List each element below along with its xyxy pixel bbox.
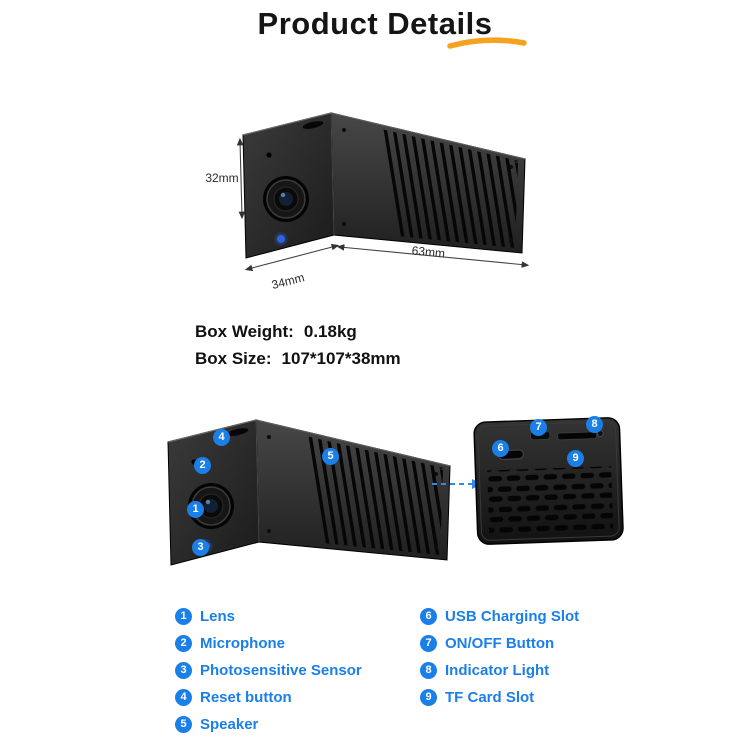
box-size-row: Box Size: 107*107*38mm [195,345,401,372]
tf-card-slot [557,431,597,441]
callout-4-reset-button: 4 [213,429,230,446]
callout-9-tf-card-slot: 9 [567,450,584,467]
legend-column-right: 6 USB Charging Slot 7 ON/OFF Button 8 In… [420,607,579,715]
legend-item-lens: 1 Lens [175,607,362,625]
legend-label: Reset button [200,688,292,706]
title-underline-swoosh [447,37,527,49]
legend-label: Indicator Light [445,661,550,679]
microphone-hole [266,152,272,158]
legend-label: ON/OFF Button [445,634,555,652]
callout-1-lens: 1 [187,501,204,518]
callout-8-indicator-light: 8 [586,416,603,433]
box-weight-value: 0.18kg [303,322,357,341]
camera-isometric-view-callouts [167,419,451,566]
reset-button [301,120,325,130]
legend-item-reset-button: 4 Reset button [175,688,362,706]
legend-item-indicator-light: 8 Indicator Light [420,661,579,679]
callout-5-speaker: 5 [322,448,339,465]
legend-item-microphone: 2 Microphone [175,634,362,652]
photosensitive-sensor [277,235,285,243]
legend-number-badge: 1 [175,607,192,625]
legend-label: USB Charging Slot [445,607,580,625]
dimension-length-label: 63mm [411,243,446,260]
speaker-grille [487,466,614,535]
box-size-value: 107*107*38mm [281,349,401,368]
legend-item-speaker: 5 Speaker [175,715,362,733]
box-weight-row: Box Weight: 0.18kg [195,318,401,345]
legend-label: Photosensitive Sensor [200,661,362,679]
legend-label: TF Card Slot [445,688,535,706]
legend-number-badge: 5 [175,715,192,733]
legend-number-badge: 7 [420,634,437,652]
vent-speaker-grille [379,117,519,248]
legend-item-photosensitive-sensor: 3 Photosensitive Sensor [175,661,362,679]
vent-speaker-grille [304,424,444,555]
box-size-label: Box Size: [195,349,272,368]
legend-column-left: 1 Lens 2 Microphone 3 Photosensitive Sen… [175,607,362,742]
legend-label: Microphone [200,634,285,652]
legend-number-badge: 8 [420,661,437,679]
legend-item-tf-card-slot: 9 TF Card Slot [420,688,579,706]
legend-number-badge: 6 [420,607,437,625]
camera-lens [263,176,309,222]
legend-number-badge: 9 [420,688,437,706]
camera-back-view [473,417,624,545]
dimension-width-label: 34mm [270,270,306,292]
legend-number-badge: 2 [175,634,192,652]
dimension-height-label: 32mm [205,171,238,185]
legend-label: Speaker [200,715,259,733]
box-info: Box Weight: 0.18kg Box Size: 107*107*38mm [195,318,401,372]
legend-item-usb-charging-slot: 6 USB Charging Slot [420,607,579,625]
camera-isometric-view [242,112,526,259]
legend: 1 Lens 2 Microphone 3 Photosensitive Sen… [0,607,750,750]
legend-item-on-off-button: 7 ON/OFF Button [420,634,579,652]
page-title: Product Details [257,6,493,41]
box-weight-label: Box Weight: [195,322,294,341]
legend-number-badge: 3 [175,661,192,679]
legend-label: Lens [200,607,236,625]
callout-7-on-off-button: 7 [530,419,547,436]
callout-2-microphone: 2 [194,457,211,474]
legend-number-badge: 4 [175,688,192,706]
dimension-annotations: 32mm 34mm 63mm [205,137,530,292]
callout-6-usb-charging-slot: 6 [492,440,509,457]
callout-3-photosensitive-sensor: 3 [192,539,209,556]
camera-lens [188,483,234,529]
